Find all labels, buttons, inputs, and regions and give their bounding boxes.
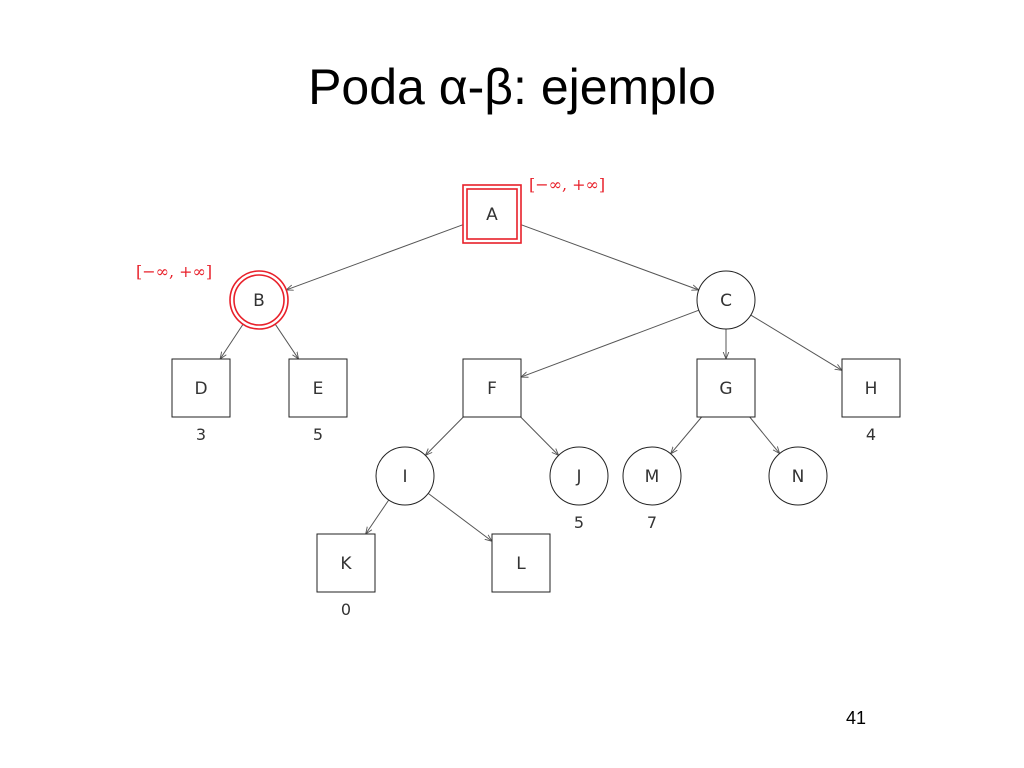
node-b: B [−∞, +∞] xyxy=(136,262,289,330)
node-b-highlight-ring xyxy=(233,274,285,326)
node-c: C xyxy=(696,270,756,330)
node-a-bound: [−∞, +∞] xyxy=(529,175,605,194)
node-l-square xyxy=(491,533,551,593)
node-b-bound: [−∞, +∞] xyxy=(136,262,212,281)
node-a-highlight-ring xyxy=(466,188,518,240)
node-k-label: K xyxy=(340,554,352,574)
node-h-label: H xyxy=(865,379,878,399)
edge-c-h xyxy=(750,314,842,370)
node-i-label: I xyxy=(402,467,407,487)
node-c-label: C xyxy=(720,291,732,311)
node-e-square xyxy=(288,358,348,418)
edge-c-f xyxy=(521,309,700,377)
node-h-value: 4 xyxy=(866,425,876,444)
edge-a-b xyxy=(286,224,464,290)
node-j-label: J xyxy=(575,467,581,487)
node-m: M7 xyxy=(622,446,682,532)
node-a: A [−∞, +∞] xyxy=(462,175,605,244)
node-i-circle xyxy=(375,446,435,506)
node-d-square xyxy=(171,358,231,418)
node-g-label: G xyxy=(719,379,732,399)
node-f-label: F xyxy=(487,379,497,399)
node-e-value: 5 xyxy=(313,425,323,444)
edge-f-i xyxy=(425,416,464,455)
node-m-circle xyxy=(622,446,682,506)
node-j-circle xyxy=(549,446,609,506)
node-e-label: E xyxy=(313,379,324,399)
node-d-value: 3 xyxy=(196,425,206,444)
node-l-label: L xyxy=(516,554,526,574)
edge-g-n xyxy=(749,416,780,454)
node-e: E5 xyxy=(288,358,348,444)
node-h: H4 xyxy=(841,358,901,444)
edge-g-m xyxy=(671,416,702,454)
slide-title: Poda α-β: ejemplo xyxy=(308,59,716,115)
node-f: F xyxy=(462,358,522,418)
node-b-label: B xyxy=(253,291,265,311)
edges-layer xyxy=(220,224,842,542)
edge-b-e xyxy=(274,323,298,359)
node-j: J5 xyxy=(549,446,609,532)
node-k-square xyxy=(316,533,376,593)
node-g: G xyxy=(696,358,756,418)
node-d-label: D xyxy=(194,379,207,399)
edge-a-c xyxy=(520,224,699,290)
edge-i-l xyxy=(427,492,492,541)
node-i: I xyxy=(375,446,435,506)
node-l: L xyxy=(491,533,551,593)
node-m-label: M xyxy=(645,467,660,487)
node-a-square xyxy=(462,184,522,244)
node-k: K0 xyxy=(316,533,376,619)
node-f-square xyxy=(462,358,522,418)
node-n-circle xyxy=(768,446,828,506)
node-h-square xyxy=(841,358,901,418)
node-d: D3 xyxy=(171,358,231,444)
node-a-label: A xyxy=(486,205,498,225)
node-k-value: 0 xyxy=(341,600,351,619)
node-c-circle xyxy=(696,270,756,330)
node-j-value: 5 xyxy=(574,513,584,532)
node-g-square xyxy=(696,358,756,418)
edge-b-d xyxy=(220,323,244,359)
node-n-label: N xyxy=(792,467,805,487)
edge-i-k xyxy=(366,499,390,534)
edge-f-j xyxy=(520,416,559,455)
node-b-circle xyxy=(229,270,289,330)
page-number: 41 xyxy=(845,708,867,728)
node-n: N xyxy=(768,446,828,506)
node-m-value: 7 xyxy=(647,513,657,532)
